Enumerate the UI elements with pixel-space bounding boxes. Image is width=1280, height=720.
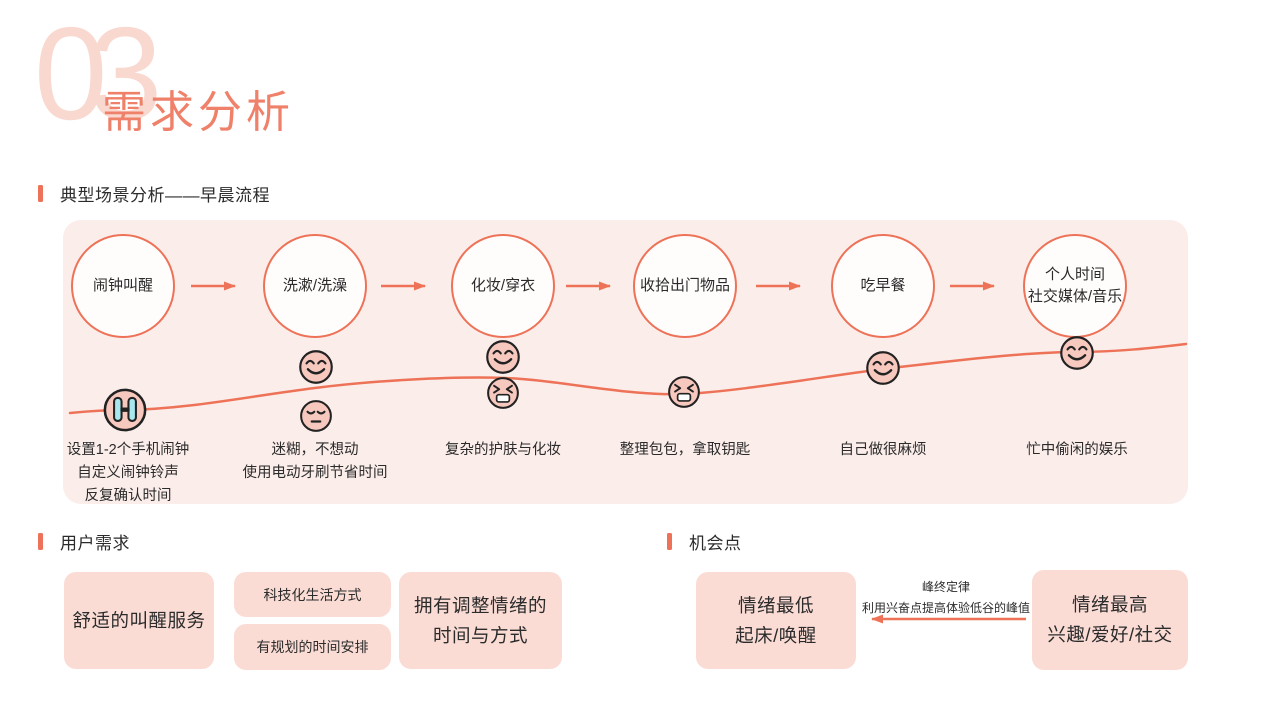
section-heading-scenario: 典型场景分析——早晨流程 [38, 181, 270, 206]
need-box-planned-schedule: 有规划的时间安排 [234, 624, 391, 670]
frustrated-face-icon [667, 375, 701, 409]
need-box-label: 有规划的时间安排 [256, 639, 369, 655]
need-box-label: 拥有调整情绪的 时间与方式 [413, 594, 547, 646]
need-box-label: 科技化生活方式 [263, 586, 362, 603]
heading-accent-bar [38, 185, 43, 202]
need-box-mood-adjustment: 拥有调整情绪的 时间与方式 [399, 572, 562, 669]
journey-step-circle: 收拾出门物品 [633, 234, 737, 338]
journey-step-label: 吃早餐 [860, 277, 906, 295]
journey-step-circle: 吃早餐 [831, 234, 935, 338]
journey-step-circle: 闹钟叫醒 [71, 234, 175, 338]
section-heading-label: 典型场景分析——早晨流程 [60, 186, 270, 205]
need-box-wake-service: 舒适的叫醒服务 [64, 572, 214, 669]
journey-step-label: 洗漱/洗澡 [282, 277, 348, 295]
journey-step-note: 自己做很麻烦 [839, 442, 927, 458]
journey-step-note: 复杂的护肤与化妆 [445, 442, 561, 458]
peak-end-rule-description: 利用兴奋点提高体验低谷的峰值 [861, 601, 1031, 615]
happy-face-icon [485, 339, 521, 375]
happy-face-icon [298, 349, 334, 385]
journey-step-note: 整理包包，拿取钥匙 [619, 442, 751, 458]
journey-step-circle: 化妆/穿衣 [451, 234, 555, 338]
journey-step-note: 设置1-2个手机闹钟 自定义闹钟铃声 反复确认时间 [66, 442, 190, 504]
section-heading-opportunities: 机会点 [667, 529, 742, 554]
happy-face-icon [1059, 335, 1095, 371]
sleepy-face-icon [299, 399, 333, 433]
opportunity-box-label: 情绪最低 起床/唤醒 [735, 594, 817, 646]
slide-number: 03 [34, 0, 162, 147]
heading-accent-bar [38, 533, 43, 550]
journey-step-note: 忙中偷闲的娱乐 [1026, 442, 1128, 458]
journey-step-label: 收拾出门物品 [639, 277, 730, 295]
heading-accent-bar [667, 533, 672, 550]
journey-step-label: 闹钟叫醒 [92, 277, 153, 295]
journey-step-circle: 洗漱/洗澡 [263, 234, 367, 338]
opportunity-box-label: 情绪最高 兴趣/爱好/社交 [1047, 594, 1173, 645]
need-box-label: 舒适的叫醒服务 [72, 609, 206, 631]
journey-step-label: 个人时间 社交媒体/音乐 [1027, 266, 1123, 305]
crying-face-icon [102, 387, 148, 433]
opportunity-box-lowest-emotion: 情绪最低 起床/唤醒 [696, 572, 856, 669]
peak-end-rule-label: 峰终定律 [921, 580, 971, 594]
page-title: 需求分析 [102, 88, 294, 137]
journey-step-note: 迷糊，不想动 使用电动牙刷节省时间 [242, 442, 388, 481]
happy-face-icon [865, 350, 901, 386]
section-heading-user-needs: 用户需求 [38, 529, 130, 554]
frustrated-face-icon [486, 376, 520, 410]
journey-step-label: 化妆/穿衣 [470, 277, 536, 295]
opportunity-box-highest-emotion: 情绪最高 兴趣/爱好/社交 [1032, 570, 1188, 670]
section-heading-label: 机会点 [689, 534, 742, 553]
journey-step-circle: 个人时间 社交媒体/音乐 [1023, 234, 1127, 338]
section-heading-label: 用户需求 [60, 534, 130, 553]
need-box-tech-lifestyle: 科技化生活方式 [234, 572, 391, 617]
